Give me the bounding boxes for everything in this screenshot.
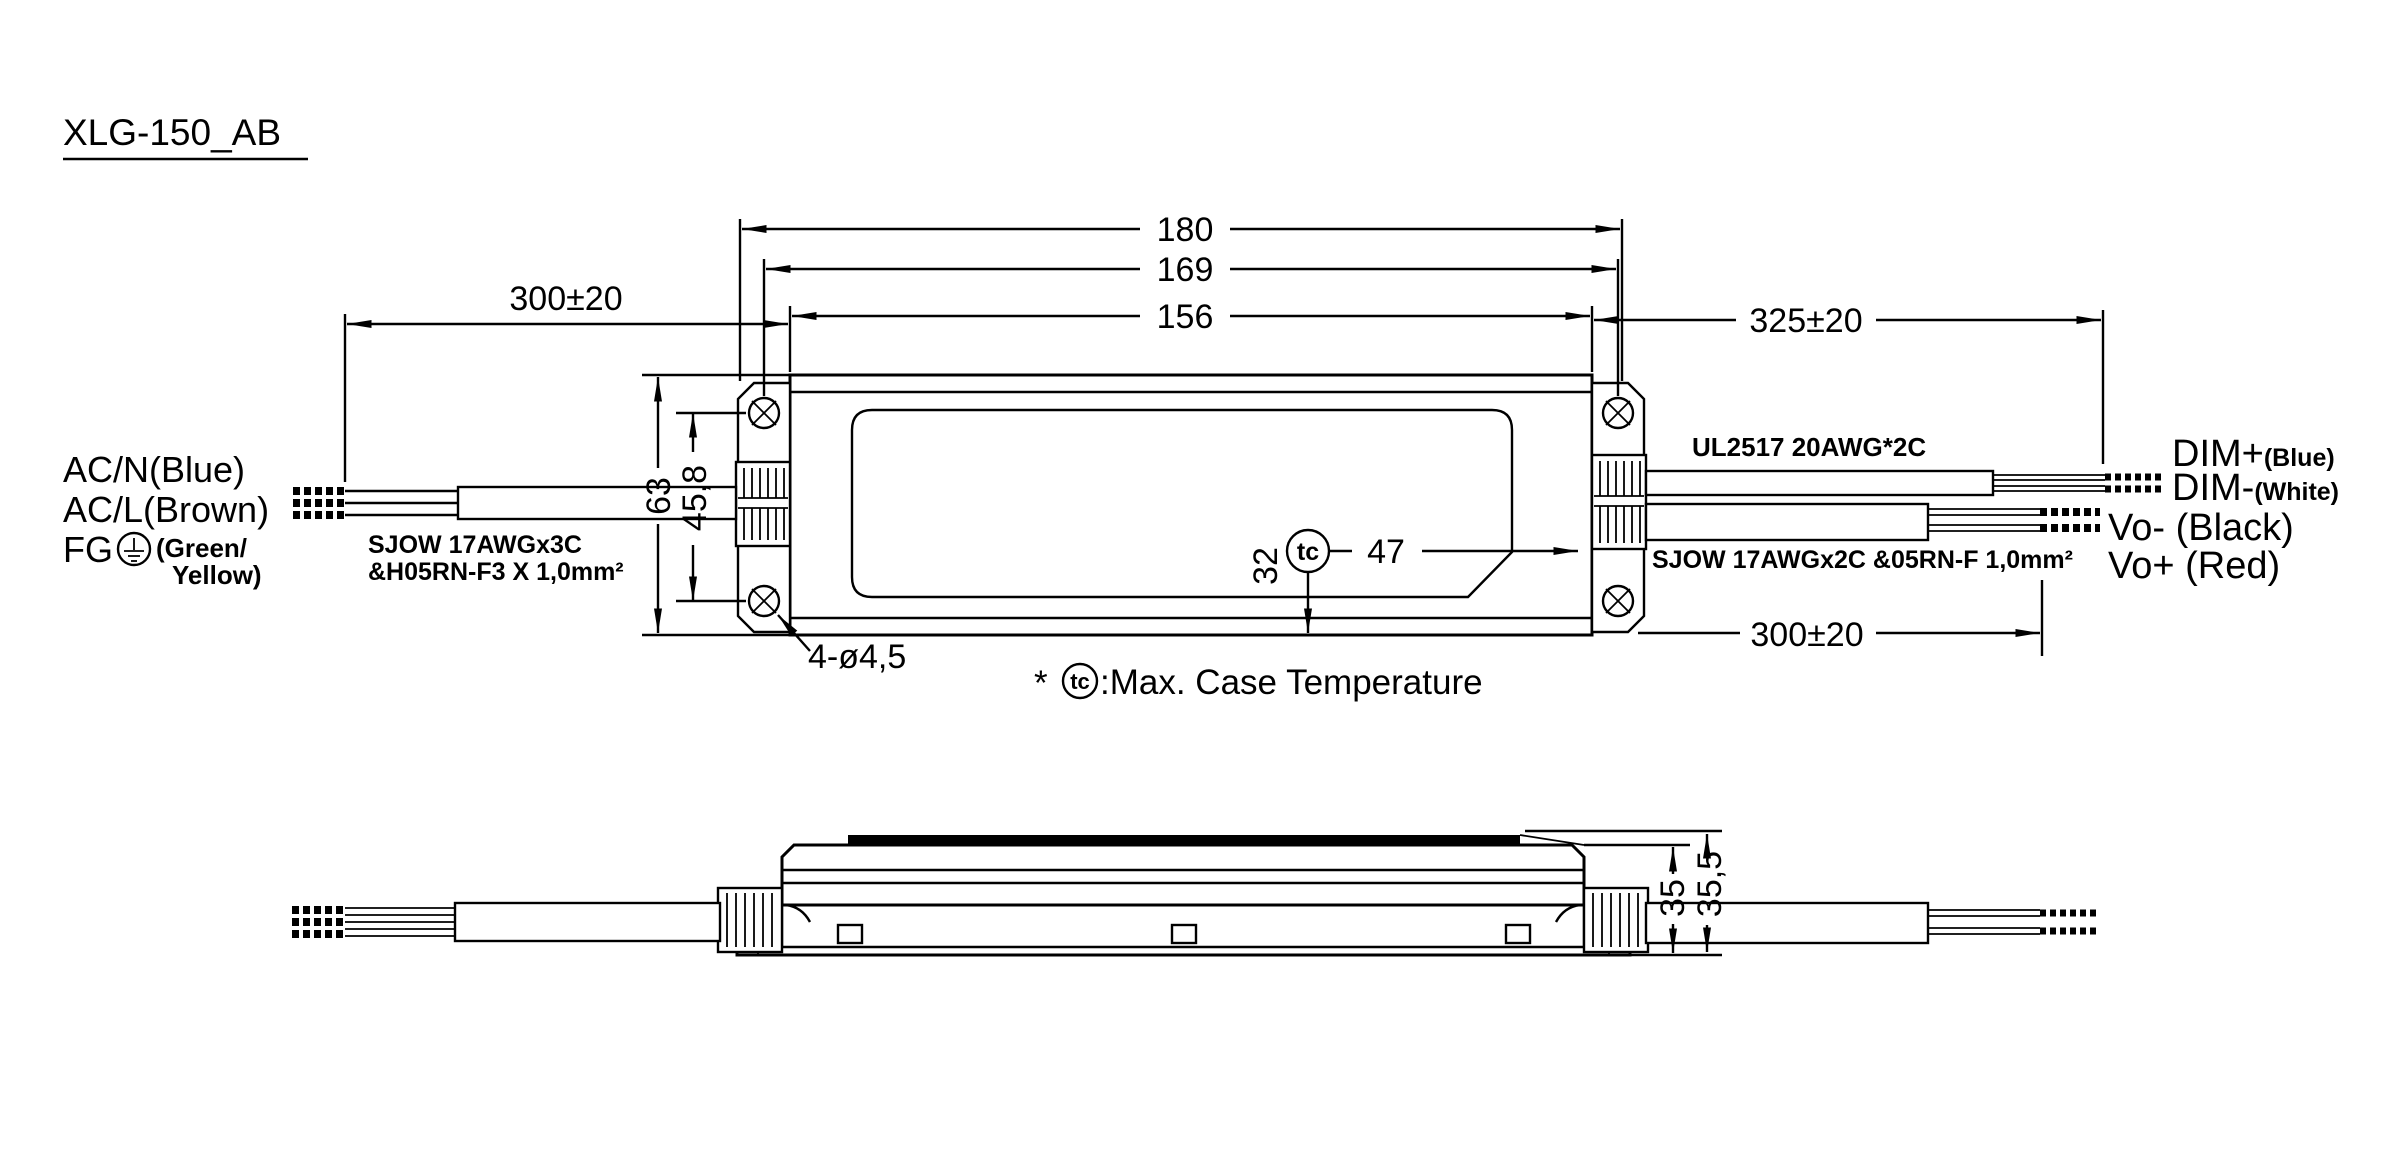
screw-hole-icon <box>747 584 781 618</box>
label-vo-minus: Vo- (Black) <box>2108 507 2294 549</box>
label-fg: FG <box>63 529 113 570</box>
dimension-hole-pitch: 169 <box>762 251 1620 396</box>
dim-label-63: 63 <box>640 477 678 515</box>
top-gasket-strip <box>848 835 1520 845</box>
dimension-case-height: 35 <box>1525 829 1722 957</box>
tc-symbol: tc <box>1297 538 1319 566</box>
earth-ground-icon <box>116 531 152 567</box>
screw-hole-icon <box>747 396 781 430</box>
label-ac-n: AC/N(Blue) <box>63 449 245 490</box>
dimension-dim-cable-length: 325±20 <box>1594 302 2105 464</box>
label-input-cable-spec-2: &H05RN-F3 X 1,0mm² <box>368 558 624 586</box>
dim-cable-jacket <box>1644 469 1995 497</box>
cable-gland-right <box>1590 453 1648 551</box>
dim-cable <box>1644 469 2163 497</box>
flange-slot <box>836 923 864 945</box>
dim-label-300-input: 300±20 <box>509 280 622 318</box>
dim-label-180: 180 <box>1157 211 1214 249</box>
flange-slot <box>1504 923 1532 945</box>
side-gland-left <box>716 886 784 954</box>
dim-label-169: 169 <box>1157 251 1214 289</box>
tc-footnote: * tc :Max. Case Temperature <box>1034 662 1483 703</box>
dimension-body-length: 156 <box>788 298 1594 372</box>
dimension-output-cable-length: 300±20 <box>1638 580 2044 656</box>
label-dim-plus: DIM+(Blue) <box>2172 433 2335 475</box>
dim-label-32: 32 <box>1247 547 1285 585</box>
dim-label-4-holes: 4-ø4,5 <box>808 638 906 676</box>
dimension-input-cable-length: 300±20 <box>343 280 788 482</box>
label-dim-plus-name: DIM+ <box>2172 433 2264 475</box>
dim-label-35: 35 <box>1654 879 1692 917</box>
label-fg-color-2: Yellow) <box>172 560 262 590</box>
label-dim-minus-color: (White) <box>2254 478 2339 506</box>
screw-hole-icon <box>1601 584 1635 618</box>
side-gland-right <box>1582 886 1650 954</box>
mounting-holes <box>747 396 1635 618</box>
dimension-overall-height: 35,5 <box>1691 834 1729 952</box>
tc-point-annotation: tc 47 32 <box>1247 528 1578 633</box>
footnote-text: :Max. Case Temperature <box>1100 663 1483 702</box>
dim-label-325: 325±20 <box>1749 302 1862 340</box>
dim-label-35-5: 35,5 <box>1691 851 1729 917</box>
bottom-flange <box>735 903 1632 957</box>
input-cable-jacket <box>456 485 738 521</box>
label-dim-minus-name: DIM- <box>2172 467 2254 509</box>
footnote-tc-symbol: tc <box>1070 669 1090 694</box>
label-fg-color-1: (Green/ <box>156 533 247 563</box>
screw-hole-icon <box>1601 396 1635 430</box>
label-vo-plus: Vo+ (Red) <box>2108 545 2280 587</box>
top-view: 180 169 156 300±20 325±20 <box>63 211 2339 703</box>
case-outline <box>788 373 1594 637</box>
tc-circle-icon <box>1061 662 1099 700</box>
cable-gland-left <box>734 460 792 548</box>
label-output-cable-spec: SJOW 17AWGx2C &05RN-F 1,0mm² <box>1652 546 2073 574</box>
label-dim-plus-color: (Blue) <box>2264 444 2335 472</box>
side-output-cable <box>1644 901 2100 945</box>
dim-label-45-8: 45,8 <box>676 465 714 531</box>
label-input-cable-spec-1: SJOW 17AWGx3C <box>368 531 582 559</box>
dimension-case-width: 63 <box>640 373 792 637</box>
side-input-cable <box>292 901 722 943</box>
dimension-hole-width-pitch: 45,8 <box>676 411 746 603</box>
output-wire-labels: UL2517 20AWG*2C DIM+(Blue) DIM-(White) V… <box>1652 432 2339 587</box>
drawing-title: XLG-150_AB <box>63 112 281 153</box>
side-view: 35 35,5 <box>292 829 2100 957</box>
case-lid-recess <box>850 408 1514 599</box>
flange-slot <box>1170 923 1198 945</box>
output-cable-jacket <box>1644 502 1930 542</box>
dimension-mounting-holes: 4-ø4,5 <box>777 614 906 676</box>
input-cable-jacket <box>453 901 722 943</box>
dim-label-47: 47 <box>1367 533 1405 571</box>
label-ac-l: AC/L(Brown) <box>63 489 269 530</box>
input-wire-labels: AC/N(Blue) AC/L(Brown) FG (Green/ Yellow… <box>63 449 624 590</box>
label-dim-minus: DIM-(White) <box>2172 467 2339 509</box>
output-cable-jacket <box>1644 901 1930 945</box>
label-dim-cable-spec: UL2517 20AWG*2C <box>1692 432 1926 462</box>
side-body <box>780 843 1586 907</box>
output-cable <box>1644 502 2100 542</box>
dimension-overall-length: 180 <box>738 211 1624 381</box>
input-cable <box>293 485 738 521</box>
footnote-asterisk: * <box>1034 664 1048 703</box>
dim-label-300-output: 300±20 <box>1750 616 1863 654</box>
dim-label-156: 156 <box>1157 298 1214 336</box>
